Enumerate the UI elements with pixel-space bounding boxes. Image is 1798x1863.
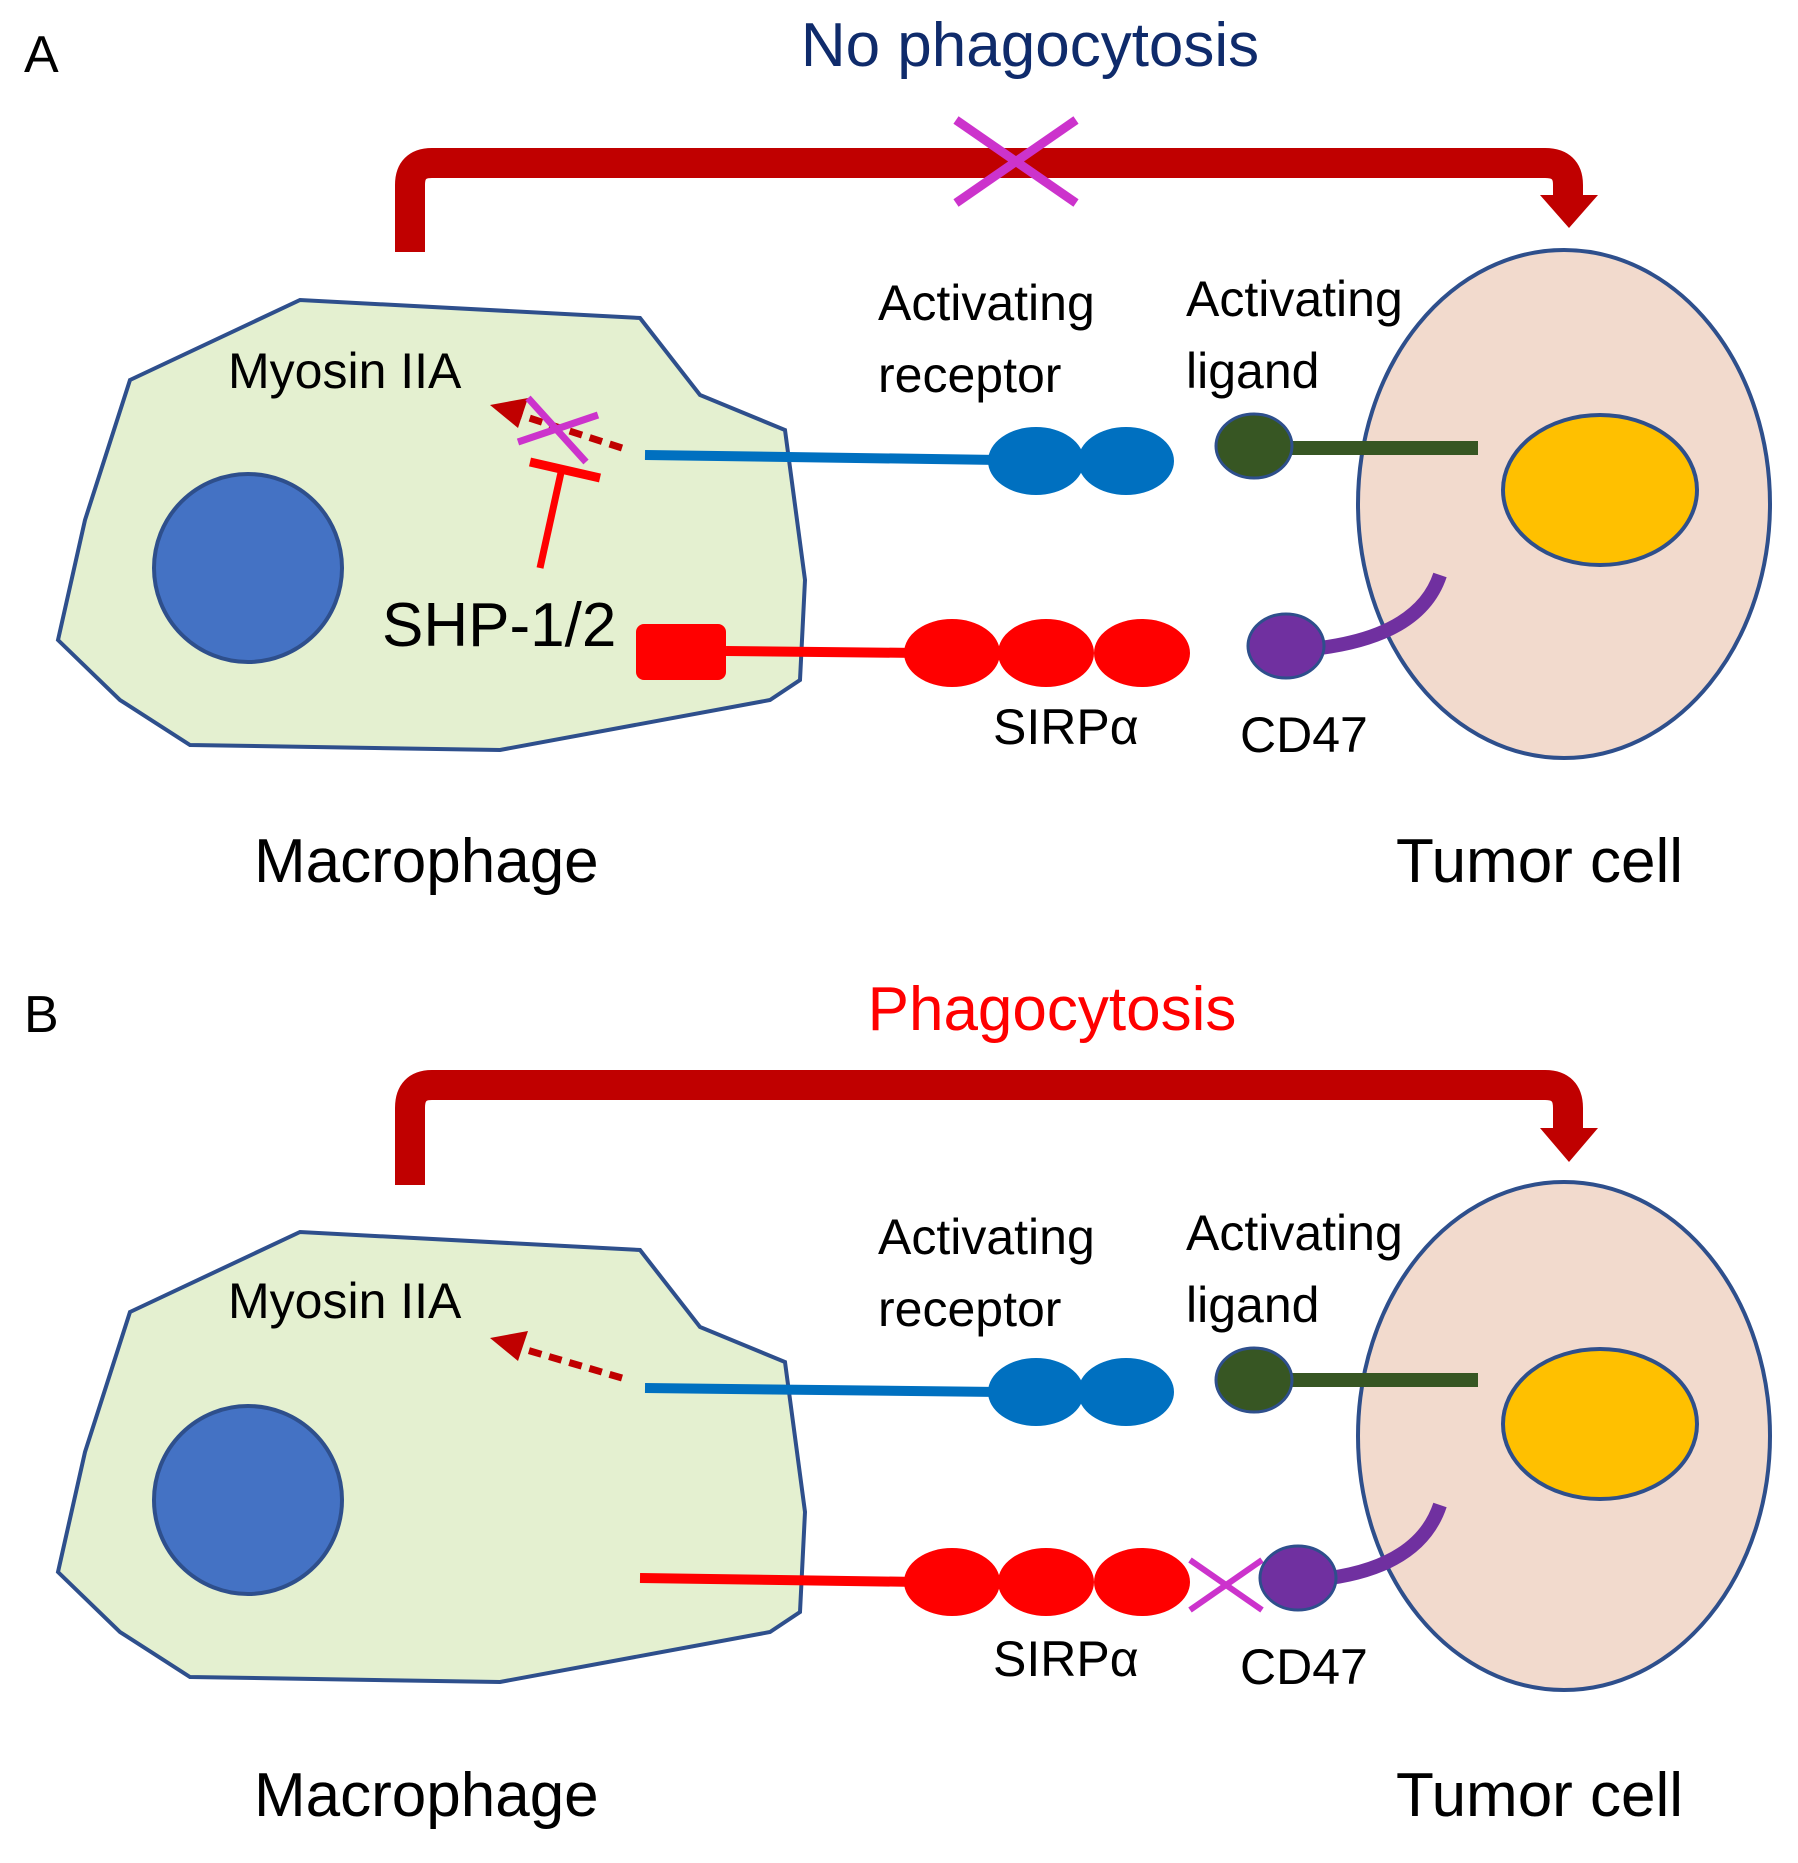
block-cross-sirpa-cd47-b [1188, 1557, 1264, 1613]
block-cross-myosin-a [516, 395, 600, 465]
tumor-cell-a [1356, 248, 1772, 760]
panel-b: B Phagocytosis [24, 975, 1772, 1830]
sirpa-label-b: SIRPα [993, 1631, 1139, 1687]
panel-a: A No phagocytosis [24, 11, 1772, 896]
myosin-label-a: Myosin IIA [228, 343, 462, 399]
tumor-nucleus-a [1501, 413, 1699, 567]
activating-ligand-label-a-1: Activating [1186, 271, 1403, 327]
macrophage-nucleus-a [152, 472, 344, 664]
shp-label-a: SHP-1/2 [382, 591, 616, 660]
macrophage-cell-b [56, 1230, 807, 1684]
panel-a-title: No phagocytosis [801, 11, 1259, 80]
macrophage-label-b: Macrophage [254, 1761, 599, 1830]
shp-inhibition-a [528, 457, 602, 569]
activating-ligand-a [1214, 412, 1478, 480]
activating-ligand-label-b-1: Activating [1186, 1205, 1403, 1261]
activating-receptor-label-b-1: Activating [878, 1209, 1095, 1265]
block-cross-arrow-a [953, 116, 1079, 207]
activating-receptor-a [644, 427, 1174, 495]
activating-ligand-label-b-2: ligand [1186, 1277, 1319, 1333]
activating-receptor-label-a-1: Activating [878, 275, 1095, 331]
cd47-label-b: CD47 [1240, 1639, 1368, 1695]
tumor-nucleus-b [1501, 1347, 1699, 1501]
macrophage-cell-a [56, 298, 807, 752]
phagocytosis-arrow-b [395, 1070, 1598, 1185]
myosin-label-b: Myosin IIA [228, 1273, 462, 1329]
panel-a-letter: A [24, 26, 59, 84]
tumor-cell-b [1356, 1180, 1772, 1692]
tumor-label-a: Tumor cell [1396, 827, 1683, 896]
activating-ligand-label-a-2: ligand [1186, 343, 1319, 399]
activating-ligand-b [1214, 1346, 1478, 1414]
panel-b-title: Phagocytosis [868, 975, 1237, 1044]
cd47-b [1258, 1502, 1447, 1612]
activating-receptor-label-b-2: receptor [878, 1281, 1061, 1337]
myosin-signal-arrow-b [490, 1331, 623, 1382]
macrophage-label-a: Macrophage [254, 827, 599, 896]
sirpa-label-a: SIRPα [993, 699, 1139, 755]
cd47-a [1246, 572, 1447, 680]
sirpa-receptor-a [636, 619, 1190, 687]
sirpa-receptor-b [639, 1548, 1190, 1616]
macrophage-nucleus-b [152, 1404, 344, 1596]
myosin-signal-arrow-a [490, 398, 624, 452]
tumor-label-b: Tumor cell [1396, 1761, 1683, 1830]
phagocytosis-arrow-a [395, 148, 1598, 252]
cd47-label-a: CD47 [1240, 707, 1368, 763]
panel-b-letter: B [24, 986, 59, 1044]
activating-receptor-b [644, 1358, 1174, 1426]
activating-receptor-label-a-2: receptor [878, 347, 1061, 403]
